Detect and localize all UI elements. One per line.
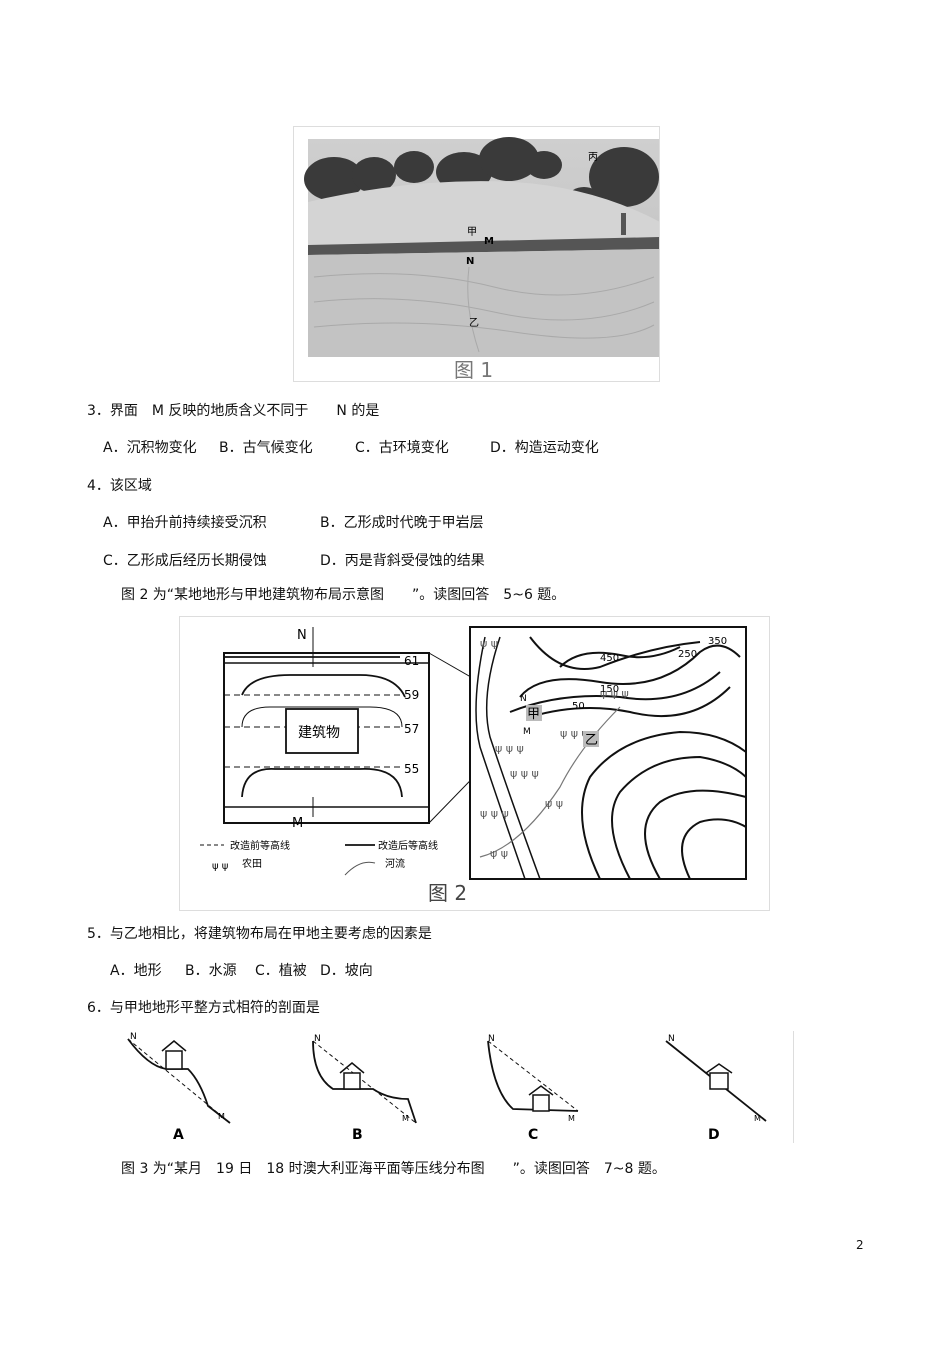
q5-option-a: A．地形 — [110, 963, 162, 979]
map-yi: 乙 — [585, 733, 598, 748]
q4-option-d: D．丙是背斜受侵蚀的结果 — [320, 553, 485, 569]
legend-farmland: 农田 — [242, 857, 262, 870]
farmland-symbol: ψ ψ — [212, 861, 229, 872]
fig2-m-label: M — [292, 816, 303, 831]
map-contour-250: 250 — [678, 649, 697, 660]
profile-a-n: N — [130, 1032, 137, 1042]
legend-after: 改造后等高线 — [378, 839, 438, 852]
map-contour-150: 150 — [600, 684, 619, 695]
fig2-n-label: N — [297, 628, 307, 643]
q3-stem: 3．界面 M 反映的地质含义不同于 N 的是 — [87, 403, 380, 419]
profile-d-m: M — [754, 1114, 761, 1123]
profile-c-m: M — [568, 1114, 575, 1123]
svg-text:ψ ψ ψ: ψ ψ ψ — [600, 687, 629, 700]
q5-stem: 5．与乙地相比，将建筑物布局在甲地主要考虑的因素是 — [87, 926, 432, 942]
profile-a: N M A — [127, 1032, 231, 1143]
figure-1-photo: 丙 甲 M N 乙 图 1 — [304, 137, 660, 382]
profile-c-label: C — [528, 1127, 538, 1143]
contour-label-61: 61 — [404, 654, 419, 668]
profiles-figure: N M A N M B N M C N — [118, 1031, 794, 1143]
figure-2: N M 建筑物 61 59 57 55 改造前等高线 改造后等高线 ψ ψ 农田… — [179, 616, 770, 911]
label-bing: 丙 — [588, 152, 598, 163]
contour-label-57: 57 — [404, 722, 419, 736]
q3-option-d: D．构造运动变化 — [490, 440, 599, 456]
q5-option-c: C．植被 — [255, 963, 307, 979]
profile-d-n: N — [668, 1034, 675, 1044]
profile-a-label: A — [173, 1127, 184, 1143]
legend-before: 改造前等高线 — [230, 839, 290, 852]
q6-stem: 6．与甲地地形平整方式相符的剖面是 — [87, 1000, 320, 1016]
map-contour-50: 50 — [572, 701, 585, 712]
map-n: N — [520, 694, 527, 704]
q5-option-d: D．坡向 — [320, 963, 373, 979]
svg-text:ψ ψ: ψ ψ — [490, 847, 508, 860]
label-m: M — [484, 236, 494, 247]
svg-text:ψ ψ ψ: ψ ψ ψ — [495, 742, 524, 755]
figure-1: 丙 甲 M N 乙 图 1 — [293, 126, 660, 382]
profile-c-n: N — [488, 1034, 495, 1044]
page-number: 2 — [856, 1238, 864, 1252]
label-jia: 甲 — [467, 227, 477, 238]
q3-option-a: A．沉积物变化 — [103, 440, 197, 456]
profile-d: N M D — [665, 1034, 767, 1143]
svg-text:ψ ψ: ψ ψ — [480, 637, 498, 650]
svg-text:ψ ψ ψ: ψ ψ ψ — [480, 807, 509, 820]
label-n: N — [466, 256, 474, 267]
q4-stem: 4．该区域 — [87, 478, 152, 494]
label-yi: 乙 — [469, 317, 479, 329]
figure-2-caption: 图 2 — [428, 881, 467, 905]
profile-b-label: B — [352, 1127, 363, 1143]
svg-text:ψ ψ ψ: ψ ψ ψ — [560, 727, 589, 740]
q4-option-a: A．甲抬升前持续接受沉积 — [103, 515, 267, 531]
profile-b-n: N — [314, 1034, 321, 1044]
contour-label-55: 55 — [404, 762, 419, 776]
map-contour-450: 450 — [600, 653, 619, 664]
profile-b-m: M — [402, 1114, 409, 1123]
svg-text:ψ ψ: ψ ψ — [545, 797, 563, 810]
profile-d-label: D — [708, 1127, 720, 1143]
building-label: 建筑物 — [298, 725, 340, 741]
q3-option-c: C．古环境变化 — [355, 440, 449, 456]
profile-c: N M C — [487, 1034, 579, 1143]
map-contour-350: 350 — [708, 636, 727, 647]
svg-text:ψ ψ ψ: ψ ψ ψ — [510, 767, 539, 780]
map-jia: 甲 — [527, 707, 540, 722]
q5-option-b: B．水源 — [185, 963, 237, 979]
map-m: M — [523, 727, 531, 737]
legend-river: 河流 — [385, 857, 405, 870]
profile-a-m: M — [218, 1112, 225, 1121]
figure-1-caption: 图 1 — [454, 358, 493, 381]
q4-option-c: C．乙形成后经历长期侵蚀 — [103, 553, 267, 569]
profiles-drawing: N M A N M B N M C N — [127, 1032, 767, 1143]
q4-option-b: B．乙形成时代晚于甲岩层 — [320, 515, 484, 531]
intro-fig3: 图 3 为“某月 19 日 18 时澳大利亚海平面等压线分布图 ”。读图回答 7… — [121, 1161, 666, 1177]
tree-silhouettes — [304, 137, 659, 207]
contour-label-59: 59 — [404, 688, 419, 702]
intro-fig2: 图 2 为“某地地形与甲地建筑物布局示意图 ”。读图回答 5~6 题。 — [121, 587, 566, 603]
profile-b: N M B — [312, 1034, 417, 1143]
q3-option-b: B．古气候变化 — [219, 440, 313, 456]
figure-2-drawing: N M 建筑物 61 59 57 55 改造前等高线 改造后等高线 ψ ψ 农田… — [200, 626, 747, 905]
